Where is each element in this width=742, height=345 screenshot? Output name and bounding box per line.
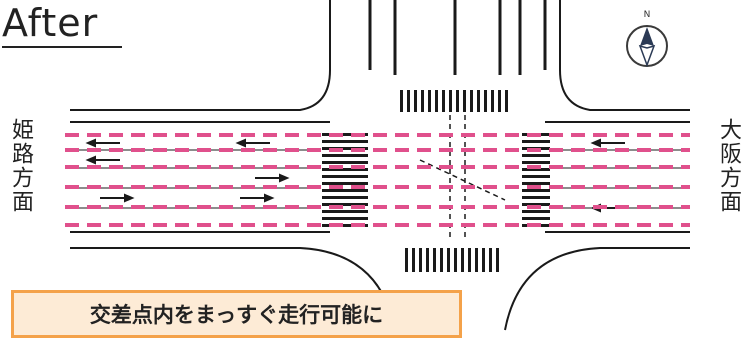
- compass-icon: N: [626, 10, 668, 68]
- callout-box: 交差点内をまっすぐ走行可能に: [11, 290, 462, 338]
- crosswalk-south: [405, 248, 499, 272]
- compass-north-label: N: [644, 10, 651, 20]
- page-title: After: [2, 1, 99, 45]
- pink-guide-lines: [65, 133, 690, 227]
- callout-text: 交差点内をまっすぐ走行可能に: [89, 303, 384, 327]
- crosswalk-east: [522, 133, 550, 227]
- lane-arrows-west: [85, 138, 290, 203]
- lane-lines: [70, 149, 690, 209]
- direction-label-right: 大阪方面: [716, 118, 741, 214]
- crosswalk-north: [400, 90, 508, 112]
- road-boundaries: [70, 0, 690, 331]
- north-road-details: [368, 0, 547, 75]
- title-underline: [2, 46, 122, 48]
- crosswalk-west: [322, 133, 368, 227]
- direction-label-left: 姫路方面: [8, 118, 33, 214]
